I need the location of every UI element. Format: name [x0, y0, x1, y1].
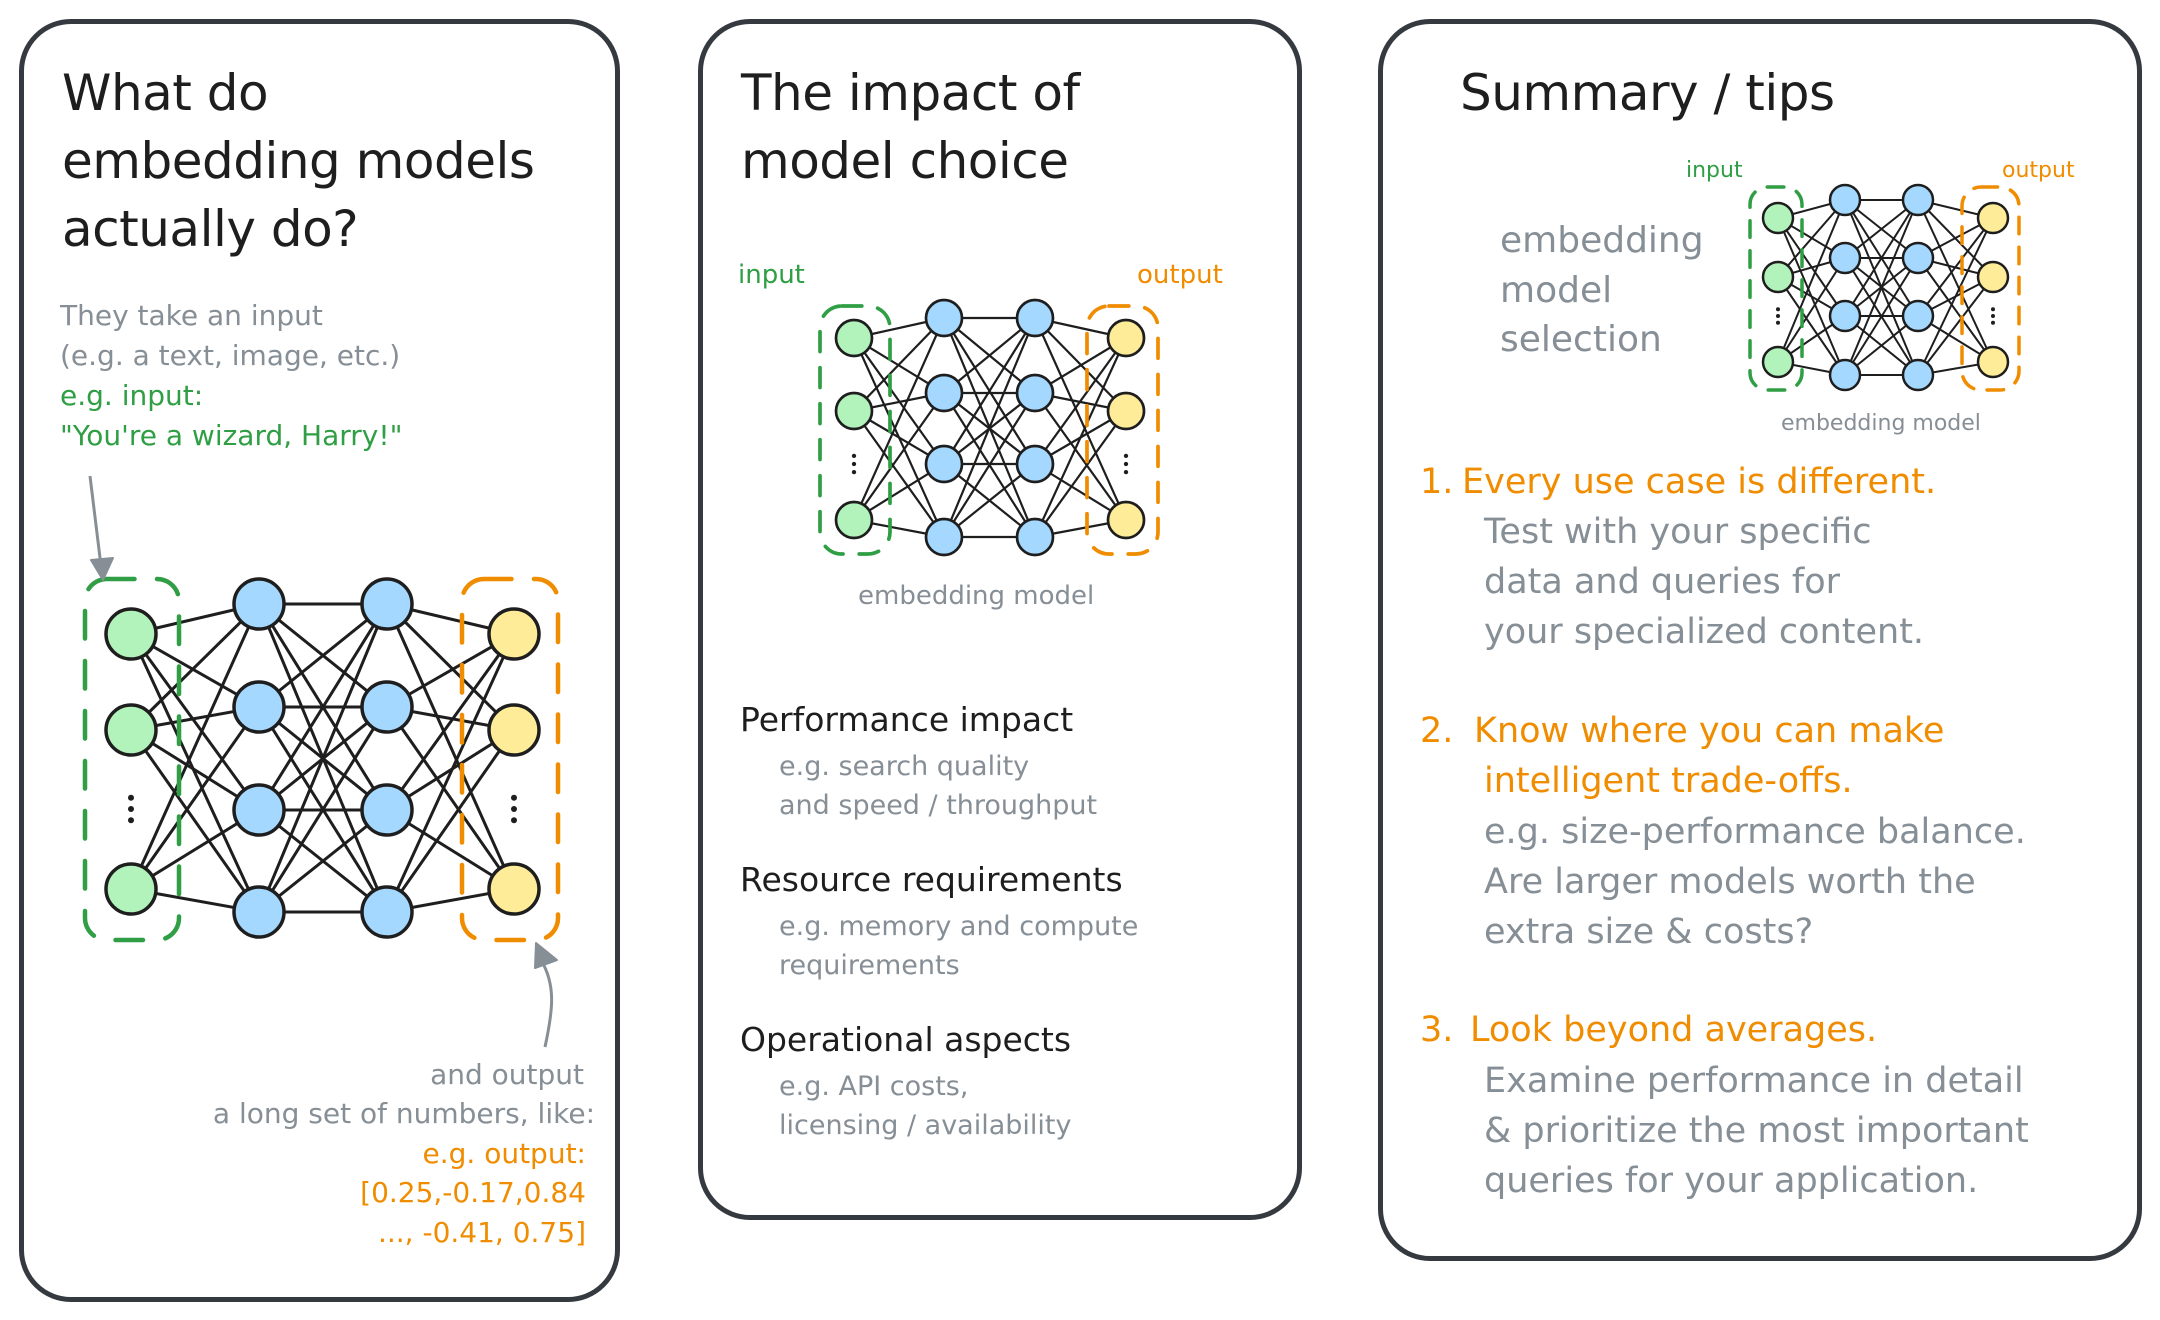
panel2-diagram-caption: embedding model — [858, 581, 1095, 611]
panel3-side-label-line-1: embedding — [1500, 220, 1704, 261]
tip-1-detail-2: data and queries for — [1484, 562, 1840, 602]
panel2-title-line-2: model choice — [741, 132, 1069, 190]
panel1-input-example-label: e.g. input: — [60, 379, 204, 412]
panel3-side-label-line-2: model — [1500, 270, 1613, 311]
panel3-diagram-caption: embedding model — [1781, 411, 1981, 436]
panel1-intro-line-1: They take an input — [60, 299, 323, 332]
panel2-title-line-1: The impact of — [741, 64, 1080, 122]
panel1-intro-line-2: (e.g. a text, image, etc.) — [60, 339, 401, 372]
panel-impact-of-model-choice — [698, 19, 1302, 1220]
panel2-diagram-input-label: input — [738, 260, 805, 290]
tip-3-headline: Look beyond averages. — [1470, 1010, 1878, 1050]
tip-3-detail-3: queries for your application. — [1484, 1161, 1979, 1201]
tip-2-detail-2: Are larger models worth the — [1484, 862, 1976, 902]
panel1-output-desc-line-1: and output — [430, 1058, 584, 1091]
tip-2-number: 2. — [1420, 711, 1454, 751]
tip-1-detail-3: your specialized content. — [1484, 612, 1925, 652]
tip-2-detail-1: e.g. size-performance balance. — [1484, 812, 2026, 852]
panel1-output-example-label: e.g. output: — [422, 1137, 587, 1170]
tip-1-number: 1. — [1420, 462, 1454, 502]
panel3-diagram-output-label: output — [2002, 158, 2075, 183]
panel3-title: Summary / tips — [1460, 64, 1835, 122]
tip-2-headline-1: Know where you can make — [1474, 711, 1945, 751]
tip-3-detail-1: Examine performance in detail — [1484, 1061, 2024, 1101]
tip-2-detail-3: extra size & costs? — [1484, 912, 1814, 952]
tip-3-detail-2: & prioritize the most important — [1484, 1111, 2029, 1151]
panel1-output-example-line-2: ..., -0.41, 0.75] — [377, 1216, 586, 1249]
panel2-section-3-detail-1: e.g. API costs, — [779, 1071, 969, 1102]
panel2-section-1-heading: Performance impact — [740, 700, 1074, 739]
panel1-input-example-value: "You're a wizard, Harry!" — [60, 419, 403, 452]
panel2-diagram-output-label: output — [1137, 260, 1223, 290]
tip-3-number: 3. — [1420, 1010, 1454, 1050]
tip-2-headline-2: intelligent trade-offs. — [1484, 761, 1853, 801]
panel1-output-example-line-1: [0.25,-0.17,0.84 — [360, 1176, 586, 1209]
panel1-title-line-3: actually do? — [62, 200, 359, 258]
tip-1-headline: Every use case is different. — [1462, 462, 1937, 502]
panel2-section-2-detail-1: e.g. memory and compute — [779, 911, 1139, 942]
panel2-section-2-heading: Resource requirements — [740, 860, 1123, 899]
panel2-section-3-heading: Operational aspects — [740, 1020, 1072, 1059]
panel2-section-1-detail-1: e.g. search quality — [779, 751, 1030, 782]
panel2-section-1-detail-2: and speed / throughput — [779, 790, 1098, 821]
panel3-side-label-line-3: selection — [1500, 319, 1662, 360]
panel1-title-line-2: embedding models — [62, 132, 535, 190]
panel3-diagram-input-label: input — [1686, 158, 1743, 183]
tip-1-detail-1: Test with your specific — [1484, 512, 1872, 552]
panel1-output-desc-line-2: a long set of numbers, like: — [212, 1097, 595, 1130]
panel2-section-3-detail-2: licensing / availability — [779, 1110, 1072, 1141]
panel1-title-line-1: What do — [62, 64, 269, 122]
panel2-section-2-detail-2: requirements — [779, 950, 960, 981]
